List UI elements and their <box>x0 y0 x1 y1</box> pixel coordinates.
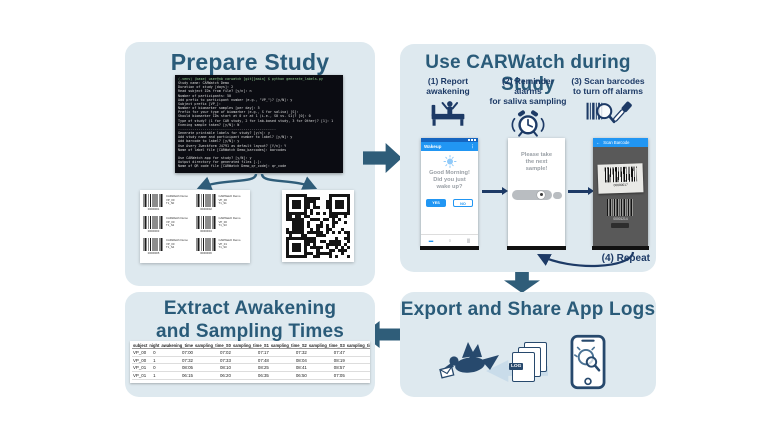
phone-sample-screen: Please take the next sample! <box>508 138 565 246</box>
nav-alarm-icon[interactable]: ○ <box>448 238 452 243</box>
phone-bottom-bar <box>420 246 479 250</box>
carrier-pigeon-icon <box>439 342 499 379</box>
terminal-lines: (.venv) (base) user@nb carwatch [git][ma… <box>178 77 334 169</box>
camera-view: 00000017 00001214 <box>593 147 648 246</box>
log-badge: LOG <box>509 363 524 370</box>
smartphone-icon <box>570 334 606 390</box>
repeat-label: (4) Repeat <box>601 253 650 264</box>
arrow-phone2-to-phone3 <box>568 187 594 195</box>
panel-extract-times: Extract Awakening and Sampling Times sub… <box>125 292 375 397</box>
nav-wakeup-icon[interactable]: ▬ <box>428 238 434 243</box>
alarm-clock-icon <box>488 108 568 138</box>
person-waking-in-bed-icon <box>408 98 488 128</box>
panel-prepare-study: Prepare Study (.venv) (base) user@nb car… <box>125 42 375 286</box>
terminal-screenshot: (.venv) (base) user@nb carwatch [git][ma… <box>175 75 343 173</box>
scanning-pill <box>611 223 629 228</box>
slider-knob[interactable] <box>537 190 546 200</box>
back-icon[interactable]: ← <box>596 140 601 145</box>
phone-bottom-bar <box>592 246 649 250</box>
no-button[interactable]: NO <box>453 198 473 207</box>
phone-scan-screen: ← Scan Barcode 00000017 00001214 <box>593 138 648 246</box>
prepare-study-title: Prepare Study <box>170 49 330 75</box>
status-bar <box>421 138 478 142</box>
extract-title-line2: and Sampling Times <box>155 320 344 342</box>
barcode <box>607 199 634 216</box>
arrow-phone1-to-phone2 <box>482 187 508 195</box>
wakeup-header-label: Wakeup <box>424 144 442 149</box>
extract-title-line1: Extract Awakening <box>163 298 337 319</box>
qr-code <box>282 190 354 262</box>
yes-button[interactable]: YES <box>426 198 446 207</box>
bottom-nav: ▬ ○ ||| <box>421 234 478 246</box>
overflow-menu-icon[interactable]: ⋮ <box>470 144 475 149</box>
phone-wakeup-screen: Wakeup ⋮ Good Morning! Did you just wake… <box>421 138 478 246</box>
barcode-number: 00000017 <box>613 182 628 188</box>
arrow-use-to-export <box>504 270 540 293</box>
phone-bottom-bar <box>507 246 566 250</box>
nav-barcode-icon[interactable]: ||| <box>466 238 471 243</box>
barcode-card: 00000017 <box>597 163 644 194</box>
barcode-scan-icon <box>568 98 648 128</box>
export-logs-title: Export and Share App Logs <box>400 299 656 320</box>
sun-icon <box>443 155 456 168</box>
panel-export-logs: Export and Share App Logs <box>400 292 656 397</box>
confirm-slider[interactable] <box>512 190 562 200</box>
log-files-stack: LOG <box>509 342 552 394</box>
barcode <box>604 166 637 183</box>
use-carwatch-title: Use CARWatch during Study <box>425 52 631 95</box>
barcode-number: 00001214 <box>613 217 628 221</box>
scan-header-label: Scan Barcode <box>603 140 630 145</box>
